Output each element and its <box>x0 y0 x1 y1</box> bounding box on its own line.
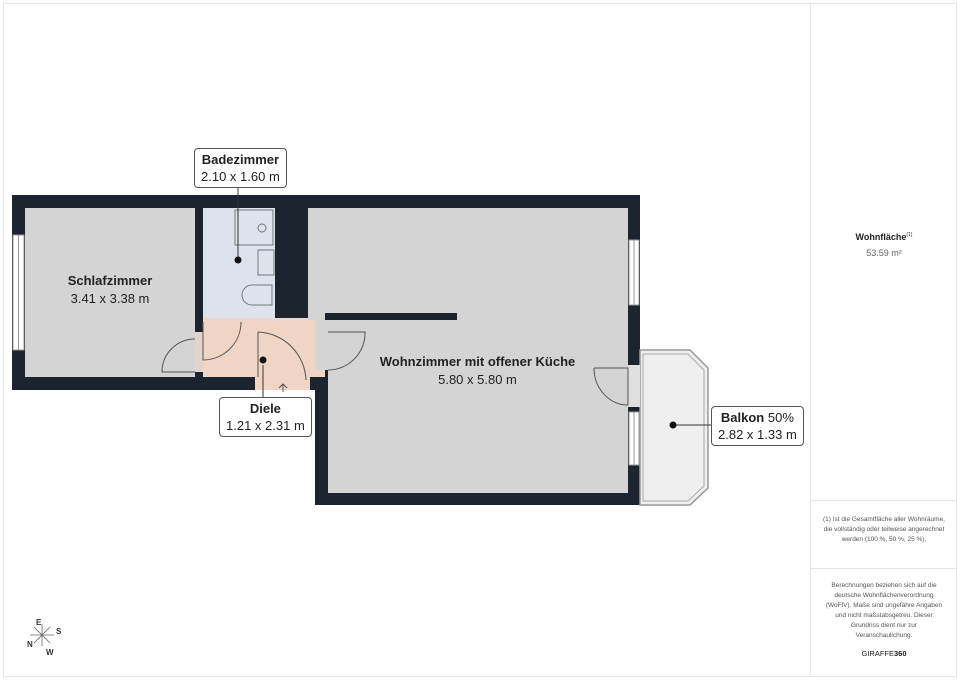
room-wohnzimmer <box>308 208 628 493</box>
diele-entrance <box>255 377 310 390</box>
divider <box>811 500 957 501</box>
label-balkon: Balkon 50% 2.82 x 1.33 m <box>711 406 804 446</box>
disclaimer: Berechnungen beziehen sich auf die deuts… <box>825 582 943 639</box>
compass-s: S <box>56 627 62 636</box>
room-schlafzimmer <box>25 208 195 377</box>
area-summary: Wohnfläche(1) 53.59 m² <box>811 232 957 258</box>
room-name: Diele <box>249 401 281 416</box>
room-name: Wohnzimmer mit offener Küche <box>379 354 576 369</box>
label-diele: Diele 1.21 x 2.31 m <box>219 397 312 437</box>
compass-n: N <box>27 640 33 649</box>
room-size: 3.41 x 3.38 m <box>70 291 150 306</box>
area-label: Wohnfläche <box>855 232 907 242</box>
label-leaders <box>237 185 712 426</box>
page-frame <box>3 3 957 677</box>
window-right-1 <box>628 239 640 306</box>
room-name: Badezimmer <box>201 152 280 167</box>
footnote: (1) Ist die Gesamtfläche aller Wohnräume… <box>823 516 945 543</box>
entrance-arrow-icon <box>278 383 288 392</box>
interior-wall <box>325 313 457 320</box>
compass-e: E <box>36 618 42 627</box>
room-diele <box>203 318 325 377</box>
info-sidebar: Wohnfläche(1) 53.59 m² (1) Ist die Gesam… <box>810 3 957 675</box>
bath-fixtures <box>234 209 275 306</box>
brand-number: 360 <box>894 649 907 658</box>
door-swings <box>161 321 629 406</box>
room-size: 1.21 x 2.31 m <box>226 418 305 433</box>
balcony-door-opening <box>628 365 640 407</box>
window-right-2 <box>628 411 640 466</box>
label-schlafzimmer: Schlafzimmer 3.41 x 3.38 m <box>50 272 170 308</box>
room-percent: 50% <box>767 410 794 425</box>
door-opening-living <box>315 320 328 370</box>
room-name: Schlafzimmer <box>67 273 153 288</box>
divider <box>811 568 957 569</box>
label-badezimmer: Badezimmer 2.10 x 1.60 m <box>194 148 287 188</box>
brand-text: GIRAFFE <box>861 649 894 658</box>
area-footnote-mark: (1) <box>906 232 913 238</box>
label-wohnzimmer: Wohnzimmer mit offener Küche 5.80 x 5.80… <box>370 353 585 389</box>
compass-icon <box>30 624 54 646</box>
room-size: 2.10 x 1.60 m <box>201 169 280 184</box>
room-name: Balkon <box>720 410 765 425</box>
compass-w: W <box>46 648 54 657</box>
room-size: 5.80 x 5.80 m <box>438 372 517 387</box>
door-opening-bedroom <box>195 332 203 372</box>
window-left <box>12 234 25 351</box>
leader-dots <box>234 256 677 429</box>
room-size: 2.82 x 1.33 m <box>718 427 797 442</box>
area-value: 53.59 m² <box>866 248 902 258</box>
brand-logo: GIRAFFE360 <box>811 649 957 658</box>
